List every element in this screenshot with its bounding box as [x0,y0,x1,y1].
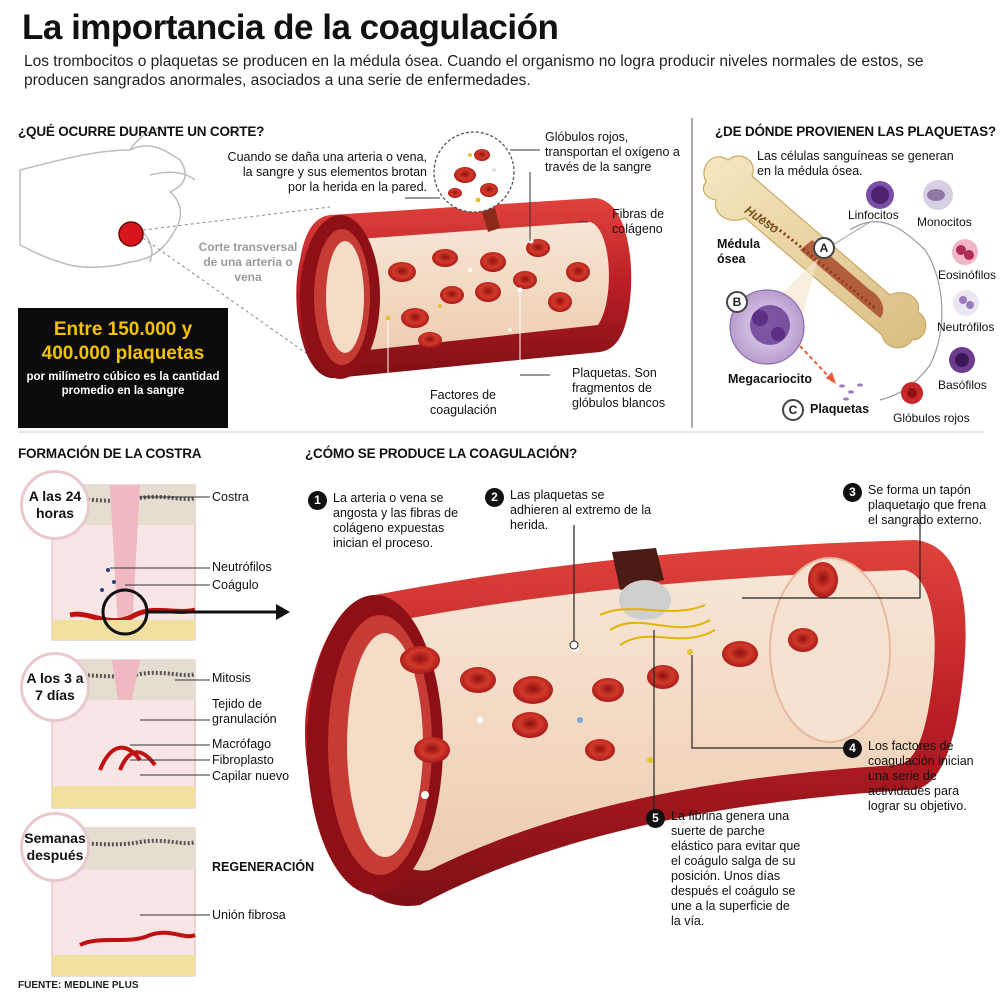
rbc-group [388,239,590,348]
label-damage: Cuando se daña una arteria o vena, la sa… [227,150,427,194]
source-credit: FUENTE: MEDLINE PLUS [18,980,139,991]
label-globulos-rojos-origen: Glóbulos rojos [893,411,970,425]
label-fibras: Fibras de colágeno [612,207,665,236]
time-3-7d-text: A los 3 a 7 días [26,670,84,703]
label-tejido: Tejido de granulación [212,697,277,726]
label-origen-intro: Las células sanguíneas se generan en la … [757,149,954,178]
label-capilar: Capilar nuevo [212,769,290,783]
heading-costra: FORMACIÓN DE LA COSTRA [18,446,202,461]
label-neutrofilos: Neutrófilos [937,320,995,334]
step-3-badge: 3 [843,483,862,502]
label-plaquetas-origen: Plaquetas [810,402,870,416]
heading-proceso: ¿CÓMO SE PRODUCE LA COAGULACIÓN? [305,446,578,461]
time-24h-text: A las 24 horas [28,488,82,521]
page-subtitle: Los trombocitos o plaquetas se producen … [24,53,924,89]
zoom-ring [101,588,149,636]
letter-a: A [813,237,835,259]
step-4-badge: 4 [843,739,862,758]
label-macrofago: Macrófago [212,737,272,751]
label-globulos-rojos: Glóbulos rojos, transportan el oxígeno a… [545,130,680,174]
step-5-text: La fibrina genera una suerte de parche e… [671,809,801,928]
cut-marker-icon [118,221,144,247]
step-5-badge: 5 [646,809,665,828]
vessel-large [304,540,966,906]
vessel-cross-section [296,131,632,395]
label-section: Corte transversal de una arteria o vena [198,240,298,284]
skin-panel-3 [51,827,196,977]
page-title: La importancia de la coagulación [22,8,559,47]
label-union: Unión fibrosa [212,908,286,922]
heading-origen: ¿DE DÓNDE PROVIENEN LAS PLAQUETAS? [715,124,996,139]
platelet-count: Entre 150.000 y 400.000 plaquetas [41,319,205,364]
hand-illustration [19,126,331,371]
step-1-text: La arteria o vena se angosta y las fibra… [333,491,459,550]
label-fibroplasto: Fibroplasto [212,753,274,767]
label-neutrofilos-costra: Neutrófilos [212,560,272,574]
heading-corte: ¿QUÉ OCURRE DURANTE UN CORTE? [18,124,265,139]
label-megacariocito: Megacariocito [728,372,813,386]
label-medula: Médula ósea [717,237,761,266]
blood-cell-icons [866,180,979,404]
label-mitosis: Mitosis [212,671,251,685]
time-24h: A las 24 horas [20,470,90,540]
step-leaders [573,505,921,810]
step-4-text: Los factores de coagulación inician una … [868,739,974,813]
label-regeneracion: REGENERACIÓN [212,860,315,874]
step-1-badge: 1 [308,491,327,510]
time-semanas: Semanas después [20,812,90,882]
step-3-text: Se forma un tapón plaquetario que frena … [868,483,987,527]
letter-c: C [782,399,804,421]
label-linfocitos: Linfocitos [848,208,899,222]
step-2-badge: 2 [485,488,504,507]
label-monocitos: Monocitos [917,215,972,229]
large-rbc-group [400,562,838,763]
time-semanas-text: Semanas después [24,830,86,863]
step-2-text: Las plaquetas se adhieren al extremo de … [510,488,652,532]
platelet-count-note: por milímetro cúbico es la cantidad prom… [26,371,220,397]
label-eosinofilos: Eosinófilos [938,268,997,282]
label-costra: Costra [212,490,249,504]
platelet-count-box: Entre 150.000 y 400.000 plaquetas por mi… [18,308,228,428]
letter-b: B [726,291,748,313]
platelet-dots [839,383,863,401]
label-plaquetas: Plaquetas. Son fragmentos de glóbulos bl… [572,366,666,410]
costra-leaders [110,496,210,916]
label-factores: Factores de coagulación [430,388,497,417]
time-3-7d: A los 3 a 7 días [20,652,90,722]
label-basofilos: Basófilos [938,378,987,392]
label-coagulo: Coágulo [212,578,259,592]
